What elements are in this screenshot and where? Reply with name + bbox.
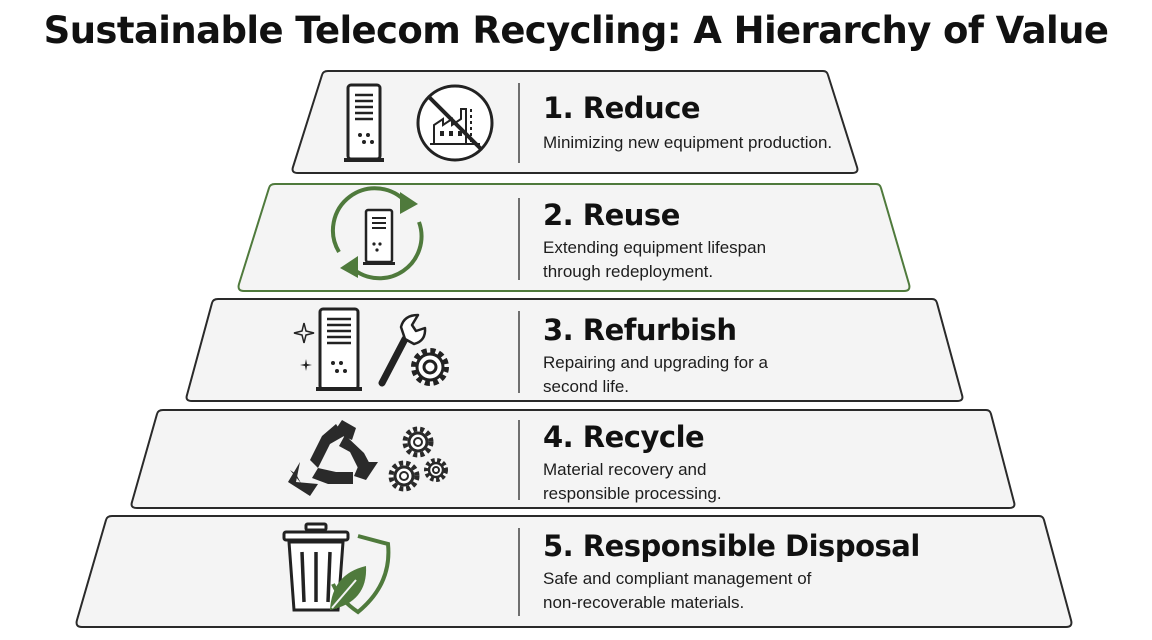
tier-reuse-description: Extending equipment lifespan through red… bbox=[543, 238, 767, 281]
tier-disposal-heading: 5. Responsible Disposal bbox=[543, 529, 920, 563]
tier-recycle-heading: 4. Recycle bbox=[543, 420, 705, 454]
tier-refurbish-shape bbox=[185, 298, 964, 402]
server-icon bbox=[316, 307, 362, 391]
tier-reuse: 2. Reuse Extending equipment lifespan th… bbox=[0, 182, 1152, 294]
tier-refurbish-divider bbox=[518, 311, 520, 393]
tier-recycle-divider bbox=[518, 420, 520, 500]
no-factory-icon bbox=[416, 84, 494, 162]
tier-recycle-description: Material recovery and responsible proces… bbox=[543, 460, 722, 503]
tier-reuse-icons bbox=[330, 186, 424, 281]
tier-recycle-icons bbox=[288, 420, 448, 496]
reuse-cycle-icon bbox=[330, 186, 424, 281]
trash-can-icon bbox=[282, 522, 350, 612]
tier-reduce-divider bbox=[518, 83, 520, 163]
tier-reduce: 1. Reduce Minimizing new equipment produ… bbox=[0, 69, 1152, 177]
tier-recycle: 4. Recycle Material recovery and respons… bbox=[0, 408, 1152, 512]
tier-disposal-divider bbox=[518, 528, 520, 616]
tier-reuse-shape bbox=[237, 183, 911, 292]
wrench-icon bbox=[378, 313, 427, 387]
tier-reduce-heading: 1. Reduce bbox=[543, 91, 701, 125]
tier-refurbish-heading: 3. Refurbish bbox=[543, 313, 737, 347]
tier-reduce-icons bbox=[344, 83, 494, 162]
tier-refurbish-description: Repairing and upgrading for a second lif… bbox=[543, 353, 768, 396]
tier-disposal-description: Safe and compliant management of non-rec… bbox=[543, 569, 812, 612]
tier-reuse-heading: 2. Reuse bbox=[543, 198, 680, 232]
tier-disposal: 5. Responsible Disposal Safe and complia… bbox=[0, 514, 1152, 632]
tier-refurbish-icons bbox=[293, 307, 449, 391]
shield-leaf-icon bbox=[330, 534, 391, 615]
gears-icon bbox=[388, 426, 448, 492]
tier-reuse-divider bbox=[518, 198, 520, 280]
tier-reduce-description: Minimizing new equipment production. bbox=[543, 133, 833, 152]
sparkle-icon bbox=[293, 322, 315, 371]
server-icon bbox=[344, 83, 384, 162]
tier-refurbish: 3. Refurbish Repairing and upgrading for… bbox=[0, 297, 1152, 405]
server-icon bbox=[363, 208, 395, 265]
tier-disposal-icons bbox=[282, 522, 391, 615]
diagram-title: Sustainable Telecom Recycling: A Hierarc… bbox=[43, 9, 1109, 52]
recycle-icon bbox=[288, 420, 378, 496]
gear-icon bbox=[411, 348, 449, 386]
